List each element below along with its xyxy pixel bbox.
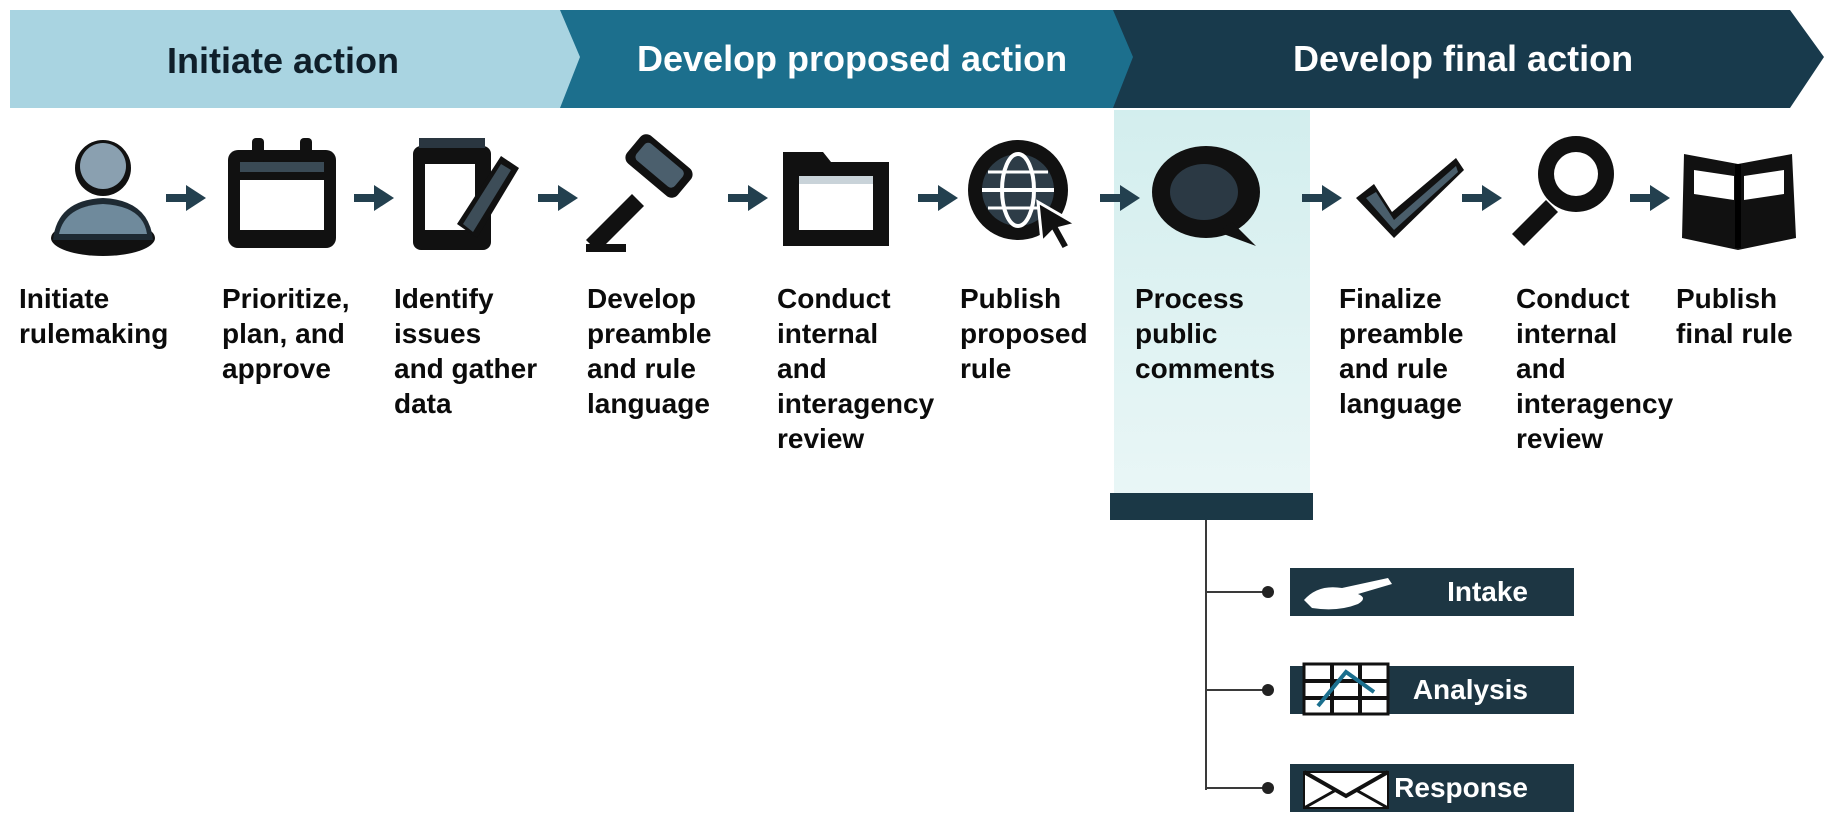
process-comments-bar (1110, 493, 1313, 520)
branch-dot (1262, 586, 1274, 598)
magnifier-icon (1512, 136, 1614, 246)
step-label-finalize-preamble: Finalize preamble and rule language (1339, 283, 1464, 419)
substep-intake: Intake (1290, 568, 1574, 616)
arrow-icon (538, 185, 578, 211)
arrow-icon (1630, 185, 1670, 211)
person-icon (51, 140, 155, 256)
arrow-icon (354, 185, 394, 211)
branch-tick (1205, 591, 1265, 593)
grid-icon (1302, 662, 1390, 716)
folder-icon (783, 152, 889, 246)
step-label-develop-preamble: Develop preamble and rule language (587, 283, 712, 419)
step-label-publish-proposed: Publish proposed rule (960, 283, 1088, 384)
substep-analysis: Analysis (1290, 662, 1574, 716)
step-label-process-comments: Process public comments (1135, 283, 1276, 384)
arrow-icon (1302, 185, 1342, 211)
substep-response-label: Response (1394, 772, 1528, 803)
gavel-icon (586, 134, 693, 252)
arrow-icon (1100, 185, 1140, 211)
phase-proposed-label: Develop proposed action (637, 38, 1068, 79)
phase-initiate-label: Initiate action (167, 40, 400, 81)
branch-connector (1205, 520, 1207, 790)
phase-final-shape (1113, 10, 1824, 108)
step-label-identify-issues: Identify issues and gather data (394, 283, 538, 419)
phase-final-label: Develop final action (1293, 38, 1634, 79)
step-label-prioritize: Prioritize, plan, and approve (222, 283, 350, 384)
branch-tick (1205, 787, 1265, 789)
branch-dot (1262, 684, 1274, 696)
substep-analysis-label: Analysis (1412, 674, 1528, 705)
phase-initiate-shape (10, 10, 582, 108)
substep-response: Response (1290, 764, 1574, 812)
step-label-conduct-review: Conduct internal and interagency review (777, 283, 935, 454)
open-book-icon (1682, 154, 1796, 250)
step-label-initiate-rulemaking: Initiate rulemaking (19, 283, 169, 349)
step-label-conduct-final-review: Conduct internal and interagency review (1516, 283, 1674, 454)
substep-intake-label: Intake (1447, 576, 1528, 607)
branch-tick (1205, 689, 1265, 691)
arrow-icon (728, 185, 768, 211)
phase-proposed-shape (560, 10, 1135, 108)
hand-icon (1304, 578, 1392, 610)
phase-banner (10, 10, 1824, 108)
globe-cursor-icon (968, 140, 1080, 252)
notepad-pen-icon (413, 138, 519, 250)
arrow-icon (918, 185, 958, 211)
checkmark-icon (1356, 158, 1464, 238)
speech-bubble-icon (1152, 146, 1260, 246)
calendar-icon (228, 138, 336, 248)
arrow-icon (166, 185, 206, 211)
arrow-icon (1462, 185, 1502, 211)
branch-dot (1262, 782, 1274, 794)
envelope-icon (1303, 770, 1389, 810)
step-label-publish-final: Publish final rule (1676, 283, 1793, 349)
